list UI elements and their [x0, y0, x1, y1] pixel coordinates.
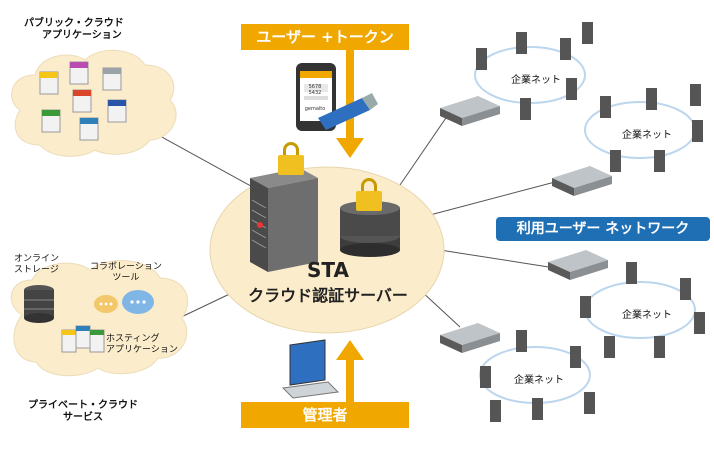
sta-subtitle: クラウド認証サーバー: [248, 286, 408, 305]
private-cloud-label-line1: プライベート・クラウド: [28, 400, 138, 411]
private-cloud-label: プライベート・クラウド サービス: [28, 400, 138, 424]
app-box-icons: [39, 61, 127, 141]
server-tower-icon: [250, 168, 318, 272]
hosting-app-label: ホスティング アプリケーション: [106, 334, 178, 356]
lock-icon: [356, 178, 382, 211]
collab-tool-label-line1: コラボレーション: [90, 262, 162, 272]
online-storage-label-line2: ストレージ: [14, 264, 59, 275]
token-screen-code: 5678 5432: [308, 84, 322, 96]
hosting-app-label-line1: ホスティング: [106, 334, 160, 344]
public-cloud-label: パブリック・クラウド アプリケーション: [24, 18, 124, 42]
collaboration-bubbles-icon: [94, 290, 154, 314]
user-network-label: 利用ユーザー ネットワーク: [496, 217, 710, 241]
enterprise-net-label: 企業ネット: [622, 130, 672, 141]
connector-net-4: [419, 289, 461, 328]
enterprise-net-label: 企業ネット: [514, 375, 564, 386]
admin-banner: 管理者: [241, 402, 409, 428]
connector-private-cloud: [174, 289, 239, 321]
center-ellipse: [209, 166, 445, 334]
public-cloud-label-line1: パブリック・クラウド: [24, 18, 124, 29]
private-cloud-label-line2: サービス: [63, 412, 103, 423]
sta-title: STA: [307, 258, 349, 282]
enterprise-net-label: 企業ネット: [622, 310, 672, 321]
rack-server-icons: [440, 96, 612, 353]
public-cloud-label-line2: アプリケーション: [42, 30, 122, 41]
phone-icon: [296, 63, 336, 131]
arrow-down-icon: [336, 40, 364, 158]
connector-net-3: [439, 249, 556, 269]
enterprise-net-label: 企業ネット: [511, 75, 561, 86]
usb-token-icon: [318, 93, 378, 130]
online-storage-label-line1: オンライン: [14, 254, 60, 264]
connector-net-1: [399, 111, 451, 186]
collab-tool-label: コラボレーション ツール: [90, 262, 162, 284]
collab-tool-label-line2: ツール: [112, 272, 140, 283]
hosting-app-label-line2: アプリケーション: [106, 344, 178, 355]
laptop-icon: [281, 339, 340, 399]
public-cloud: [11, 49, 177, 157]
token-screen-brand: gemalto: [304, 106, 326, 112]
connector-lines: [139, 111, 556, 328]
storage-icon: [24, 285, 54, 323]
sta-title-block: STA クラウド認証サーバー: [238, 258, 418, 306]
server-node-icons: [476, 22, 705, 422]
hosting-app-icons: [61, 325, 105, 353]
user-token-banner: ユーザー +トークン: [241, 24, 409, 50]
connector-net-2: [429, 181, 556, 216]
private-cloud: [10, 260, 189, 377]
arrow-up-icon: [336, 340, 364, 402]
lock-icon: [278, 142, 304, 175]
online-storage-label: オンライン ストレージ: [14, 254, 59, 276]
